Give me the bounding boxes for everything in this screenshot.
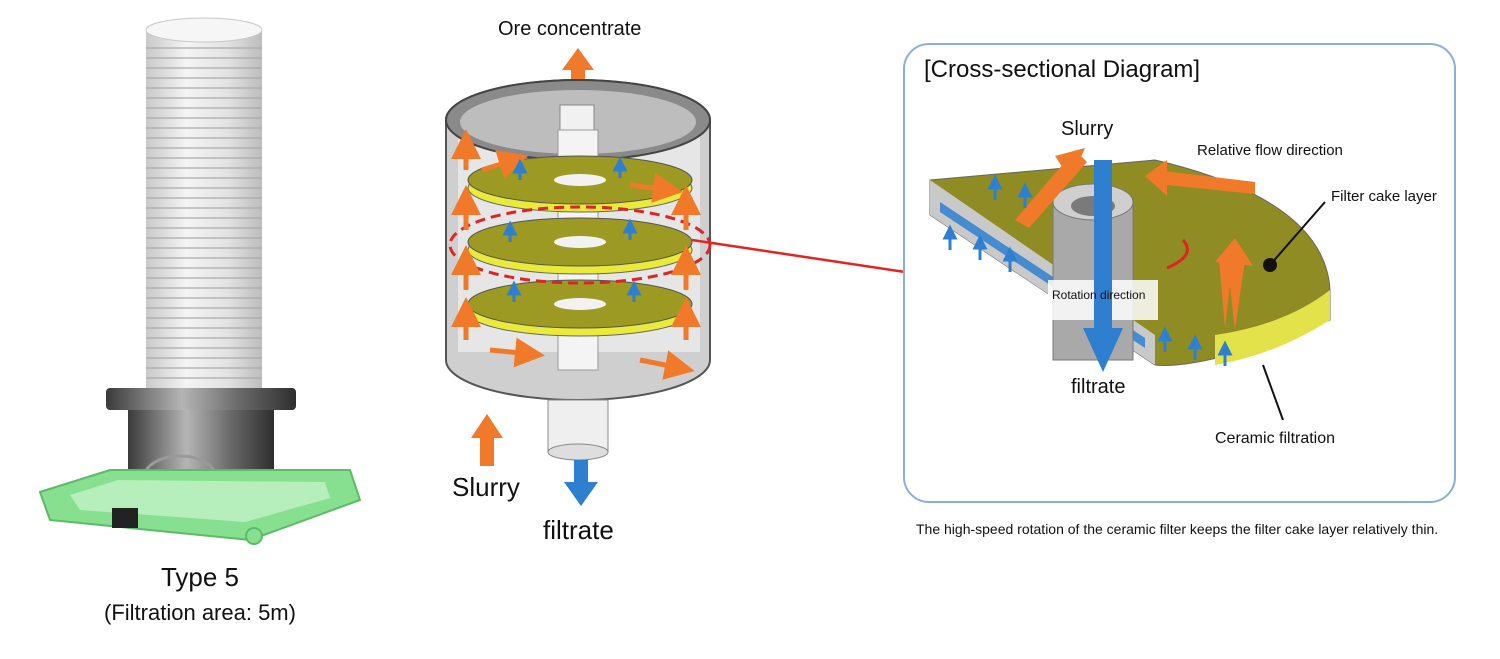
cross-section-filtrate-label: filtrate — [1071, 376, 1126, 398]
ceramic-filtration-label: Ceramic filtration — [1215, 430, 1336, 447]
cross-section-slurry-label: Slurry — [1061, 118, 1114, 140]
rotation-arrow — [1166, 238, 1189, 270]
filtrate-outlet-arrow — [564, 460, 598, 506]
filtrate-down-arrow — [1083, 160, 1123, 372]
filtrate-outlet-label: filtrate — [543, 515, 614, 545]
ceramic-filter-stack — [145, 17, 263, 388]
filtration-area-caption: (Filtration area: 5m) — [104, 600, 296, 625]
relative-flow-label: Relative flow direction — [1197, 142, 1343, 159]
filter-disc-2 — [467, 217, 693, 275]
cutaway-diagram — [445, 48, 712, 506]
cake-leader-dot — [1263, 258, 1277, 272]
model-caption: Type 5 — [160, 562, 240, 592]
explanatory-note: The high-speed rotation of the ceramic f… — [916, 521, 1439, 537]
connector-line — [691, 238, 906, 274]
filtration-arrows — [942, 174, 1233, 366]
rotation-direction-label: Rotation direction — [1052, 288, 1146, 302]
filter-cake-label: Filter cake layer — [1331, 188, 1437, 205]
flow-arrows-orange — [451, 129, 701, 380]
relative-flow-arrows — [1015, 148, 1255, 330]
slurry-inlet-arrow — [471, 414, 503, 466]
cake-leader-line — [1269, 201, 1326, 266]
green-base-frame — [38, 469, 362, 545]
cross-section-diagram — [929, 148, 1331, 420]
ceramic-leader-line — [1262, 364, 1284, 420]
cross-section-title: [Cross-sectional Diagram] — [924, 56, 1201, 83]
filter-unit-photo — [38, 17, 362, 545]
cross-section-panel — [903, 43, 1456, 503]
rotation-path — [448, 205, 712, 285]
bottom-outlet — [547, 399, 609, 461]
ore-concentrate-label: Ore concentrate — [498, 18, 642, 40]
slurry-inlet-label: Slurry — [452, 472, 520, 502]
flow-arrows-blue — [502, 156, 642, 302]
filter-disc-3 — [467, 279, 693, 337]
